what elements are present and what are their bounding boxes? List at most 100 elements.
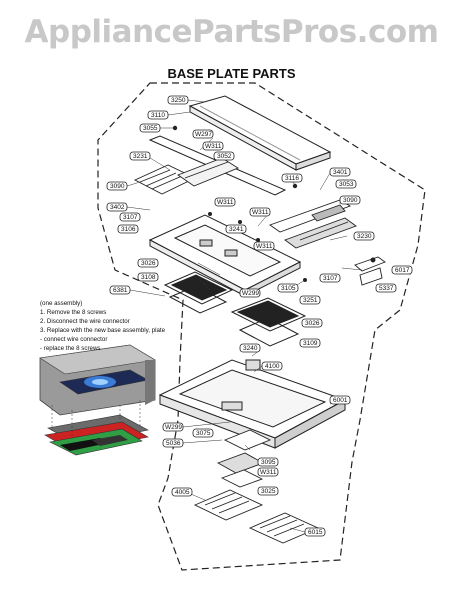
label-6015: 6015 [304,527,326,537]
label-6001: 6001 [329,395,351,405]
label-w311-c: W311 [249,207,271,217]
label-3052: 3052 [213,151,235,161]
svg-text:3240: 3240 [243,345,258,352]
svg-text:6015: 6015 [308,529,323,536]
note-line-1: (one assembly) [40,300,82,307]
label-w311-e: W311 [257,467,279,477]
label-3110: 3110 [147,110,169,120]
svg-text:4100: 4100 [265,363,280,370]
svg-text:W311: W311 [256,243,273,250]
label-6017: 6017 [391,265,413,275]
part-3250-cover [188,95,332,171]
svg-text:3401: 3401 [333,169,348,176]
svg-text:3250: 3250 [171,97,186,104]
svg-text:3025: 3025 [261,488,276,495]
label-w297: W297 [192,129,214,139]
label-3402: 3402 [106,202,128,212]
svg-text:3230: 3230 [357,233,372,240]
svg-text:3251: 3251 [303,297,318,304]
label-3107-a: 3107 [119,212,141,222]
svg-text:6381: 6381 [113,287,128,294]
label-3055: 3055 [139,123,161,133]
label-3251: 3251 [299,295,321,305]
label-w311-b: W311 [214,197,236,207]
svg-text:3116: 3116 [285,175,299,182]
part-3026-filter-lower [230,297,307,347]
part-3231-bracket [133,157,239,195]
label-3116: 3116 [281,173,303,183]
note-line-2: 1. Remove the 8 screws [40,309,106,316]
label-3053: 3053 [335,179,357,189]
svg-text:3090: 3090 [343,197,358,204]
svg-text:3108: 3108 [141,274,156,281]
part-3026-filter-upper [163,271,234,314]
label-6381: 6381 [109,285,131,295]
note-line-6: - replace the 8 screws [40,345,101,352]
note-line-3: 2. Disconnect the wire connector [40,318,130,325]
svg-text:W311: W311 [252,209,269,216]
label-4100: 4100 [261,361,283,371]
svg-text:3055: 3055 [143,125,158,132]
svg-text:5337: 5337 [379,285,394,292]
svg-text:3052: 3052 [217,153,232,160]
svg-text:3053: 3053 [339,181,354,188]
label-3026-b: 3026 [301,318,323,328]
label-3075: 3075 [192,428,214,438]
svg-text:3105: 3105 [281,285,296,292]
svg-text:W297: W297 [195,131,212,138]
part-3075-holder [216,429,272,488]
watermark: AppliancePartsPros.com [24,14,439,50]
svg-text:6017: 6017 [395,267,410,274]
svg-text:3026: 3026 [141,260,156,267]
label-3230: 3230 [353,231,375,241]
svg-text:3090: 3090 [110,183,125,190]
label-3250: 3250 [167,95,189,105]
label-3231: 3231 [129,151,151,161]
label-3105: 3105 [277,283,299,293]
svg-text:4005: 4005 [175,489,190,496]
part-5337-bracket [354,256,386,286]
label-3095: 3095 [257,457,279,467]
svg-text:3107: 3107 [323,275,338,282]
part-4005-lamp-tray [193,489,320,544]
svg-text:6001: 6001 [333,397,348,404]
label-3026-a: 3026 [137,258,159,268]
svg-text:W311: W311 [217,199,234,206]
label-3401: 3401 [329,167,351,177]
svg-text:3106: 3106 [121,226,136,233]
label-w299-b: W299 [162,422,184,432]
part-3105-frame [148,214,302,297]
label-3109: 3109 [299,338,321,348]
svg-text:3095: 3095 [261,459,276,466]
svg-text:3026: 3026 [305,320,320,327]
label-5036: 5036 [162,438,184,448]
label-3240: 3240 [239,343,261,353]
svg-text:3241: 3241 [229,226,244,233]
svg-text:3107: 3107 [123,214,138,221]
svg-text:3109: 3109 [303,340,318,347]
label-5337: 5337 [375,283,397,293]
microwave-illustration [39,344,156,456]
label-3090-a: 3090 [106,181,128,191]
svg-text:3075: 3075 [196,430,211,437]
label-3090-b: 3090 [339,195,361,205]
label-w311-a: W311 [202,141,224,151]
svg-text:3110: 3110 [151,112,165,119]
svg-text:W299: W299 [242,290,259,297]
label-3107-b: 3107 [319,273,341,283]
note-line-5: - connect wire connector [40,336,107,343]
label-3025: 3025 [257,486,279,496]
replacement-note: (one assembly) 1. Remove the 8 screws 2.… [40,300,166,352]
note-line-4: 3. Replace with the new base assembly, p… [40,327,166,334]
label-3241: 3241 [225,224,247,234]
svg-text:W311: W311 [260,469,277,476]
label-w299-a: W299 [239,288,261,298]
label-3106: 3106 [117,224,139,234]
diagram-title: BASE PLATE PARTS [167,66,296,81]
svg-text:3402: 3402 [110,204,125,211]
assembly-boundary [97,82,426,571]
svg-text:W311: W311 [205,143,222,150]
svg-text:5036: 5036 [166,440,181,447]
label-4005: 4005 [171,487,193,497]
